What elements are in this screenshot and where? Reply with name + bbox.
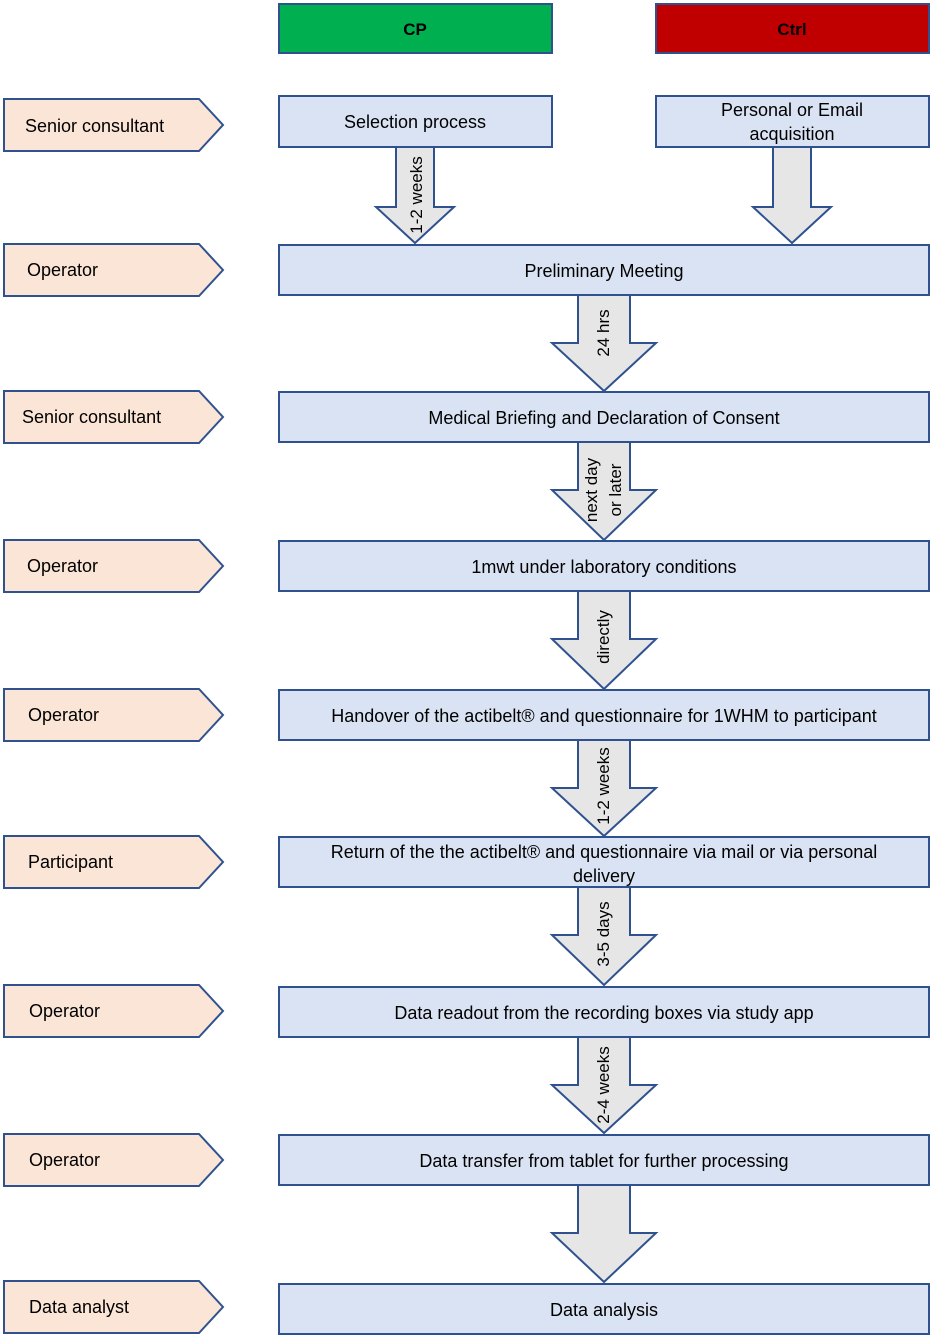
selection-process-box xyxy=(278,95,553,148)
selection-process-label: Selection process xyxy=(344,112,486,132)
acquisition-label-line2: acquisition xyxy=(749,124,834,144)
role-1-label: Senior consultant xyxy=(25,116,164,136)
step-3-label: 1mwt under laboratory conditions xyxy=(471,557,736,577)
role-2: Operator xyxy=(3,243,225,297)
step-5: Return of the the actibelt® and question… xyxy=(278,836,930,888)
role-3: Senior consultant xyxy=(3,390,225,444)
step-8-label: Data analysis xyxy=(550,1300,658,1320)
arrow-1-label-line1: 24 hrs xyxy=(594,309,613,356)
role-6-label: Participant xyxy=(28,852,113,872)
ctrl-header-label: Ctrl xyxy=(777,20,806,39)
arrow-ctrl-top xyxy=(750,146,834,245)
arrow-3: directly xyxy=(549,590,659,691)
role-1: Senior consultant xyxy=(3,98,225,152)
step-6-label: Data readout from the recording boxes vi… xyxy=(394,1003,813,1023)
arrow-6: 2-4 weeks xyxy=(549,1036,659,1135)
arrow-cp-top xyxy=(373,146,457,245)
step-2-label: Medical Briefing and Declaration of Cons… xyxy=(428,408,779,428)
step-6: Data readout from the recording boxes vi… xyxy=(278,986,930,1038)
role-2-label: Operator xyxy=(27,260,98,280)
role-7: Operator xyxy=(3,984,225,1038)
role-3-label: Senior consultant xyxy=(22,407,161,427)
role-5-label: Operator xyxy=(28,705,99,725)
arrow-1: 24 hrs xyxy=(549,294,659,393)
role-9-label: Data analyst xyxy=(29,1297,129,1317)
role-8-label: Operator xyxy=(29,1150,100,1170)
arrow-5: 3-5 days xyxy=(549,886,659,987)
arrow-2: next day or later xyxy=(549,441,659,542)
arrow-5-label-line1: 3-5 days xyxy=(594,901,613,966)
step-7-label: Data transfer from tablet for further pr… xyxy=(419,1151,788,1171)
role-4: Operator xyxy=(3,539,225,593)
step-5-label-line1: Return of the the actibelt® and question… xyxy=(331,842,878,862)
role-7-label: Operator xyxy=(29,1001,100,1021)
step-7: Data transfer from tablet for further pr… xyxy=(278,1134,930,1186)
arrow-4-label-line1: 1-2 weeks xyxy=(594,747,613,824)
arrow-2-label-line2: or later xyxy=(606,463,625,516)
step-4-label: Handover of the actibelt® and questionna… xyxy=(331,706,877,726)
acquisition-box xyxy=(655,95,930,148)
arrow-4: 1-2 weeks xyxy=(549,739,659,838)
arrow-6-label-line1: 2-4 weeks xyxy=(594,1046,613,1123)
role-6: Participant xyxy=(3,835,225,889)
step-4: Handover of the actibelt® and questionna… xyxy=(278,689,930,741)
acquisition-label-line1: Personal or Email xyxy=(721,100,863,120)
role-5: Operator xyxy=(3,688,225,742)
arrow-cp-top-label: 1-2 weeks xyxy=(407,156,426,233)
step-1: Preliminary Meeting xyxy=(278,244,930,296)
cp-header-box xyxy=(278,3,553,54)
step-2: Medical Briefing and Declaration of Cons… xyxy=(278,391,930,443)
step-1-label: Preliminary Meeting xyxy=(524,261,683,281)
ctrl-header-box xyxy=(655,3,930,54)
step-8: Data analysis xyxy=(278,1283,930,1335)
step-5-label-line2: delivery xyxy=(573,866,635,886)
arrow-2-label-line1: next day xyxy=(582,457,601,522)
arrow-7 xyxy=(549,1184,659,1284)
role-8: Operator xyxy=(3,1133,225,1187)
arrow-3-label-line1: directly xyxy=(594,610,613,664)
step-3: 1mwt under laboratory conditions xyxy=(278,540,930,592)
cp-header-label: CP xyxy=(403,20,427,39)
role-4-label: Operator xyxy=(27,556,98,576)
role-9: Data analyst xyxy=(3,1280,225,1334)
